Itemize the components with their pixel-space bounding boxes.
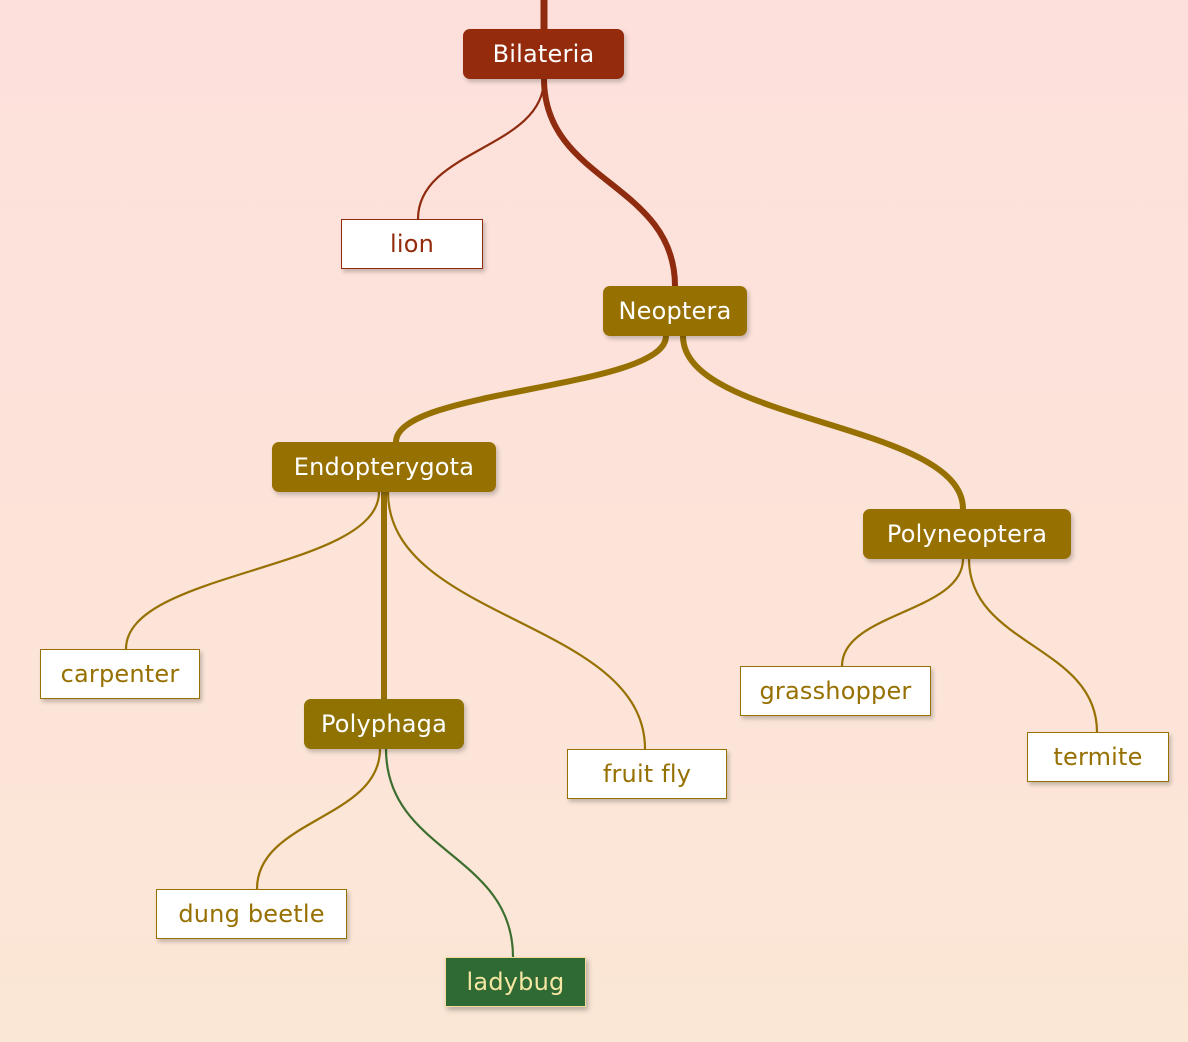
edge-polyneoptera-to-grasshopper <box>840 557 965 668</box>
edge-polyneoptera-to-termite <box>967 557 1099 734</box>
edge-neoptera-to-polyneoptera <box>680 333 966 512</box>
clade-node-polyphaga: Polyphaga <box>304 699 464 749</box>
edge-bilateria-to-neoptera <box>541 76 678 289</box>
edge-polyphaga-to-dung-beetle <box>255 747 382 891</box>
clade-node-neoptera: Neoptera <box>603 286 747 336</box>
leaf-node-lion: lion <box>341 219 483 269</box>
edge-bilateria-to-lion <box>416 77 546 221</box>
clade-node-bilateria: Bilateria <box>463 29 624 79</box>
edge-endopterygota-to-fruit-fly <box>386 490 647 751</box>
edge-endopterygota-to-carpenter <box>124 490 381 651</box>
leaf-node-carpenter: carpenter <box>40 649 200 699</box>
edge-neoptera-to-endopterygota <box>393 333 669 445</box>
leaf-node-ladybug: ladybug <box>445 957 586 1007</box>
leaf-node-fruit-fly: fruit fly <box>567 749 727 799</box>
leaf-node-dung-beetle: dung beetle <box>156 889 347 939</box>
edge-polyphaga-to-ladybug <box>384 747 515 959</box>
clade-node-endopterygota: Endopterygota <box>272 442 496 492</box>
leaf-node-grasshopper: grasshopper <box>740 666 931 716</box>
leaf-node-termite: termite <box>1027 732 1169 782</box>
clade-node-polyneoptera: Polyneoptera <box>863 509 1071 559</box>
